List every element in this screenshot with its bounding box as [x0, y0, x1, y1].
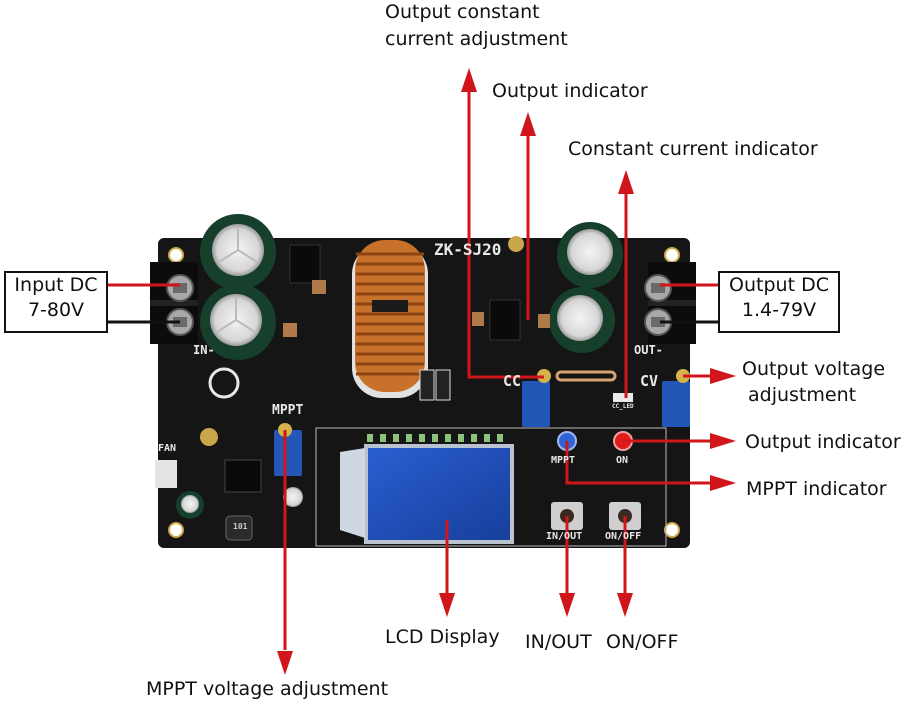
cv-potentiometer [662, 381, 690, 427]
output-dc-title: Output DC [729, 274, 829, 296]
cc-led [613, 393, 633, 402]
small-capacitor [283, 487, 303, 507]
output-terminal-block [644, 262, 696, 344]
silk-mppt-led: MPPT [551, 455, 576, 466]
smd-capacitor [312, 280, 326, 294]
silk-inductor: 101 [233, 522, 248, 531]
screw [200, 428, 218, 446]
input-capacitor [200, 214, 276, 290]
silk-in-minus: IN- [193, 343, 215, 357]
cv-adjust-label-line2: adjustment [748, 384, 857, 406]
mounting-hole [168, 247, 184, 263]
arrowhead-right [710, 433, 736, 449]
mppt-adjust-label: MPPT voltage adjustment [146, 678, 389, 700]
arrowhead-up [520, 112, 536, 136]
mounting-hole [168, 522, 184, 538]
on-off-label: ON/OFF [606, 631, 679, 653]
in-out-label: IN/OUT [525, 631, 592, 653]
cc-indicator-label: Constant current indicator [568, 138, 818, 160]
callout-line-cc-adjust [467, 90, 544, 379]
input-dc-range: 7-80V [27, 299, 85, 321]
silk-out-minus: OUT- [634, 343, 663, 357]
arrowhead-up [618, 170, 634, 194]
silk-mppt-pot: MPPT [272, 403, 304, 418]
arrowhead-down [439, 593, 455, 617]
input-capacitor [200, 284, 276, 360]
model-silkscreen: ZK-SJ20 [434, 240, 502, 259]
brand-logo [208, 367, 240, 399]
smd-resistor [419, 369, 435, 401]
output-capacitor [557, 222, 623, 288]
arrowhead-up [461, 68, 477, 92]
power-inductor [225, 515, 253, 541]
arrowhead-down [559, 593, 575, 617]
output-dc-label-box: Output DC 1.4-79V [718, 271, 840, 333]
cc-potentiometer [522, 381, 550, 427]
silk-on-led: ON [616, 455, 629, 466]
silk-cc-led: CC_LED [612, 403, 634, 410]
smd-resistor [435, 369, 451, 401]
shunt-wire [555, 370, 617, 382]
input-dc-title: Input DC [14, 274, 98, 296]
input-terminal-block [150, 262, 198, 344]
cv-adjust-label-line1: Output voltage [742, 358, 886, 380]
mppt-indicator-label: MPPT indicator [746, 478, 887, 500]
callout-line-mppt-indicator [565, 441, 712, 485]
fan-connector [155, 460, 177, 488]
output-indicator-top-label: Output indicator [492, 80, 648, 102]
arrowhead-right [710, 368, 736, 384]
smd-capacitor [283, 323, 297, 337]
small-capacitor [181, 495, 199, 513]
silk-cv: CV [640, 372, 659, 390]
silk-cc: CC [503, 372, 522, 390]
lcd-display [340, 434, 514, 544]
cc-adjust-label-line1: Output constant [385, 1, 540, 23]
screw [508, 236, 524, 252]
output-indicator-right-label: Output indicator [745, 431, 901, 453]
lcd-display-label: LCD Display [385, 626, 500, 648]
output-capacitor [549, 287, 615, 353]
mounting-hole [664, 247, 680, 263]
silk-fan: FAN [158, 443, 177, 454]
display-area-outline [315, 427, 667, 547]
mosfet-chip [489, 299, 521, 341]
smd-capacitor [472, 312, 484, 326]
silk-in-out: IN/OUT [546, 531, 583, 542]
silk-on-off: ON/OFF [605, 531, 642, 542]
mosfet-chip [289, 244, 321, 284]
toroid-inductor [352, 240, 428, 398]
smd-capacitor [538, 314, 550, 328]
input-dc-label-box: Input DC 7-80V [4, 271, 108, 333]
cc-adjust-label-line2: current adjustment [385, 28, 568, 50]
arrowhead-right [710, 475, 736, 491]
mounting-hole [664, 522, 680, 538]
output-dc-range: 1.4-79V [741, 299, 817, 321]
regulator-chip [224, 459, 262, 493]
arrowhead-down [617, 593, 633, 617]
mppt-potentiometer [274, 430, 302, 476]
arrowhead-down [277, 651, 293, 675]
